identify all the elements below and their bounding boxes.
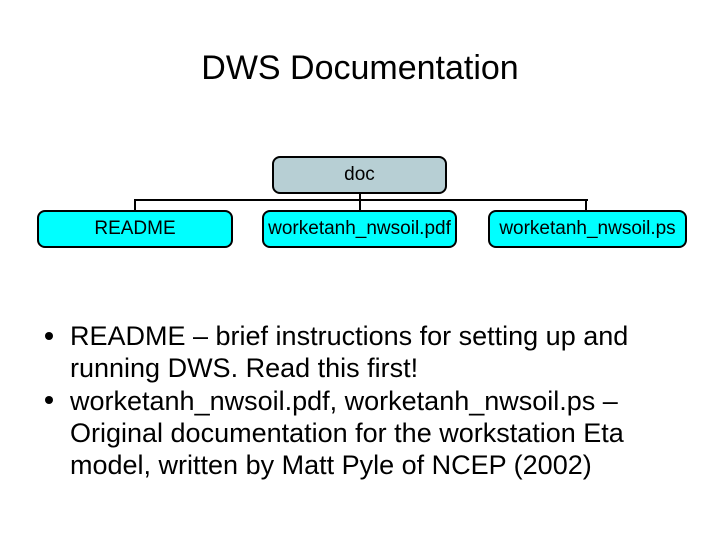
tree-node-worketanh-nwsoil-ps: worketanh_nwsoil.ps	[488, 210, 687, 248]
connector-drop-readme	[134, 199, 136, 211]
bullet-dot-icon	[45, 396, 53, 404]
connector-horizontal-rail	[134, 199, 588, 201]
tree-node-readme-label: README	[94, 218, 176, 239]
bullet-line: Original documentation for the workstati…	[70, 418, 624, 448]
tree-node-worketanh-nwsoil-pdf-label: worketanh_nwsoil.pdf	[268, 218, 451, 239]
connector-root-stub	[359, 194, 361, 200]
slide-title: DWS Documentation	[201, 49, 519, 87]
tree-node-readme: README	[37, 210, 233, 248]
bullet-line: model, written by Matt Pyle of NCEP (200…	[70, 450, 592, 480]
bullet-line: worketanh_nwsoil.pdf, worketanh_nwsoil.p…	[70, 386, 618, 416]
connector-drop-pdf	[359, 199, 361, 211]
bullet-dot-icon	[45, 332, 53, 340]
tree-node-doc-label: doc	[344, 164, 375, 185]
tree-node-doc: doc	[272, 156, 447, 194]
tree-node-worketanh-nwsoil-pdf: worketanh_nwsoil.pdf	[262, 210, 457, 248]
bullet-line: README – brief instructions for setting …	[70, 321, 629, 351]
tree-node-worketanh-nwsoil-ps-label: worketanh_nwsoil.ps	[499, 218, 676, 239]
bullet-line: running DWS. Read this first!	[70, 353, 419, 383]
connector-drop-ps	[585, 199, 587, 211]
